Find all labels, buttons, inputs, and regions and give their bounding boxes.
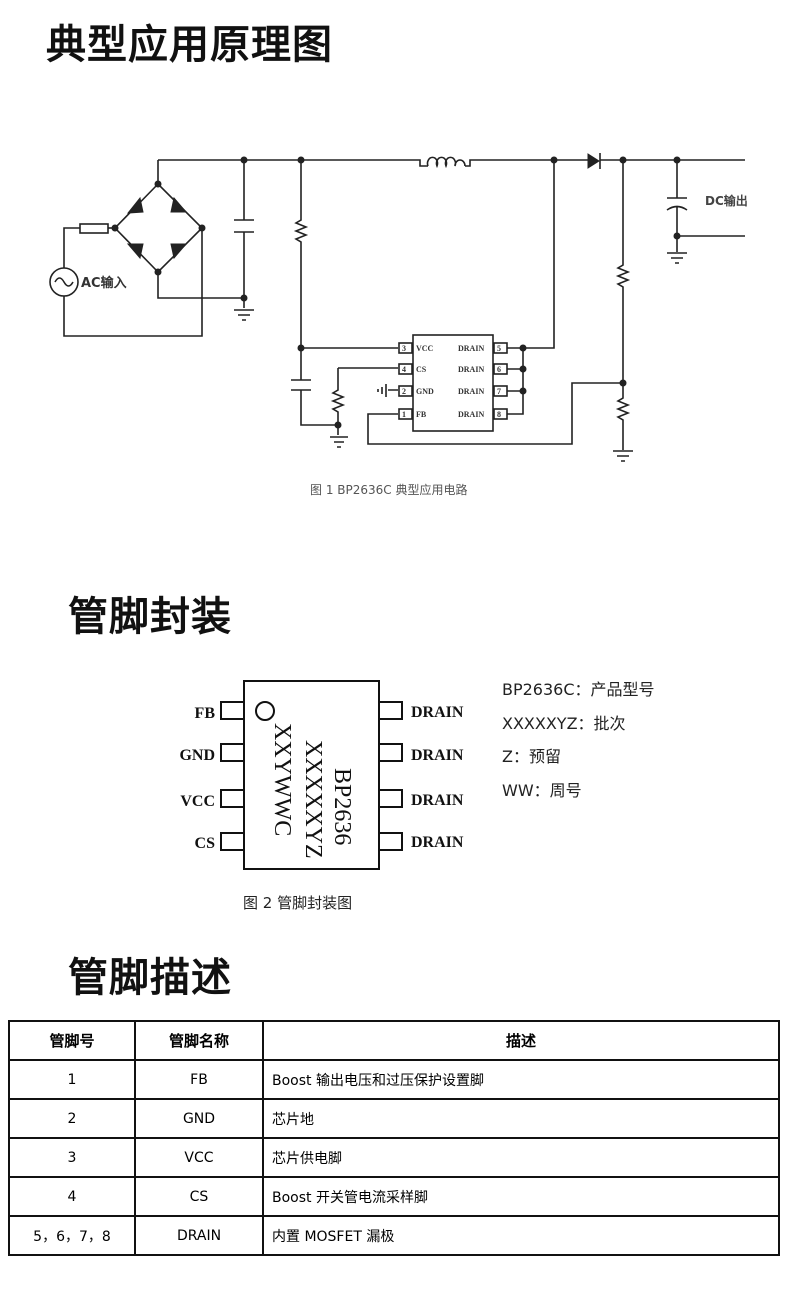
header-pin-number: 管脚号 [8,1020,136,1061]
pin-description-cell: Boost 开关管电流采样脚 [262,1176,780,1217]
package-pinout-diagram: FB GND VCC CS DRAIN DRAIN DRAIN DRAIN BP… [179,680,464,870]
package-pin-label-left: CS [195,835,216,852]
pin-number-cell: 4 [8,1176,136,1217]
ic-pin-num: 4 [402,365,406,374]
legend-item: Z：预留 [502,747,561,766]
ic-pin-num: 5 [497,344,501,353]
ic-pin-name: DRAIN [458,365,484,374]
figure2-caption: 图 2 管脚封装图 [243,894,353,912]
package-section-title: 管脚封装 [68,594,232,640]
legend-item: XXXXXYZ：批次 [502,713,626,733]
marking-line-date: XXYWWC [269,723,295,836]
ic-pin-name: FB [416,410,427,419]
header-pin-name: 管脚名称 [134,1020,264,1061]
legend-item: BP2636C：产品型号 [502,680,655,699]
package-pin-label-right: DRAIN [411,792,464,809]
ic-pin-name: GND [416,387,434,396]
ic-pin-num: 6 [497,365,501,374]
pin-number-cell: 3 [8,1137,136,1178]
pin-name-cell: FB [134,1059,264,1100]
marking-line-part: BP2636 [329,768,355,845]
ic-pin-name: DRAIN [458,410,484,419]
pin-description-cell: 芯片地 [262,1098,780,1139]
legend-item: WW：周号 [502,780,582,800]
table-row: 4 CS Boost 开关管电流采样脚 [8,1176,780,1217]
circuit-section-title: 典型应用原理图 [46,22,333,68]
pin-description-cell: 芯片供电脚 [262,1137,780,1178]
table-row: 5，6，7，8 DRAIN 内置 MOSFET 漏极 [8,1215,780,1256]
dc-output-label: DC输出 [705,193,748,208]
pin-name-cell: DRAIN [134,1215,264,1256]
ic-pin-num: 8 [497,410,501,419]
table-row: 3 VCC 芯片供电脚 [8,1137,780,1178]
pin-name-cell: GND [134,1098,264,1139]
ic-pin-name: VCC [416,344,434,353]
figure1-caption: 图 1 BP2636C 典型应用电路 [310,483,468,497]
package-pin-label-left: VCC [180,793,215,810]
pin-name-cell: CS [134,1176,264,1217]
header-description: 描述 [262,1020,780,1061]
ic-pin-num: 7 [497,387,501,396]
pin-description-table: 管脚号 管脚名称 描述 1 FB Boost 输出电压和过压保护设置脚 2 GN… [8,1020,780,1256]
package-pin-label-right: DRAIN [411,704,464,721]
pin-number-cell: 2 [8,1098,136,1139]
package-pin-label-right: DRAIN [411,834,464,851]
ic-pin-num: 3 [402,344,406,353]
package-pin-label-left: FB [195,705,216,722]
pin-number-cell: 5，6，7，8 [8,1215,136,1256]
ac-input-label: AC输入 [81,275,127,291]
table-header-row: 管脚号 管脚名称 描述 [8,1020,780,1061]
marking-line-batch: XXXXXYZ [300,740,326,859]
ic-pin-num: 1 [402,410,406,419]
table-row: 2 GND 芯片地 [8,1098,780,1139]
pin-description-cell: 内置 MOSFET 漏极 [262,1215,780,1256]
application-circuit-diagram: AC输入 DC输出 3 VCC 4 CS 2 GND 1 FB DRAIN 5 … [49,153,748,462]
pin-description-cell: Boost 输出电压和过压保护设置脚 [262,1059,780,1100]
package-marking-legend: BP2636C：产品型号 XXXXXYZ：批次 Z：预留 WW：周号 [502,678,655,812]
description-section-title: 管脚描述 [68,955,232,1001]
pin-number-cell: 1 [8,1059,136,1100]
ic-pin-name: DRAIN [458,387,484,396]
ic-pin-name: CS [416,365,427,374]
package-pin-label-left: GND [179,747,215,764]
table-row: 1 FB Boost 输出电压和过压保护设置脚 [8,1059,780,1100]
ic-pin-name: DRAIN [458,344,484,353]
ic-pin-num: 2 [402,387,406,396]
pin-name-cell: VCC [134,1137,264,1178]
package-pin-label-right: DRAIN [411,747,464,764]
